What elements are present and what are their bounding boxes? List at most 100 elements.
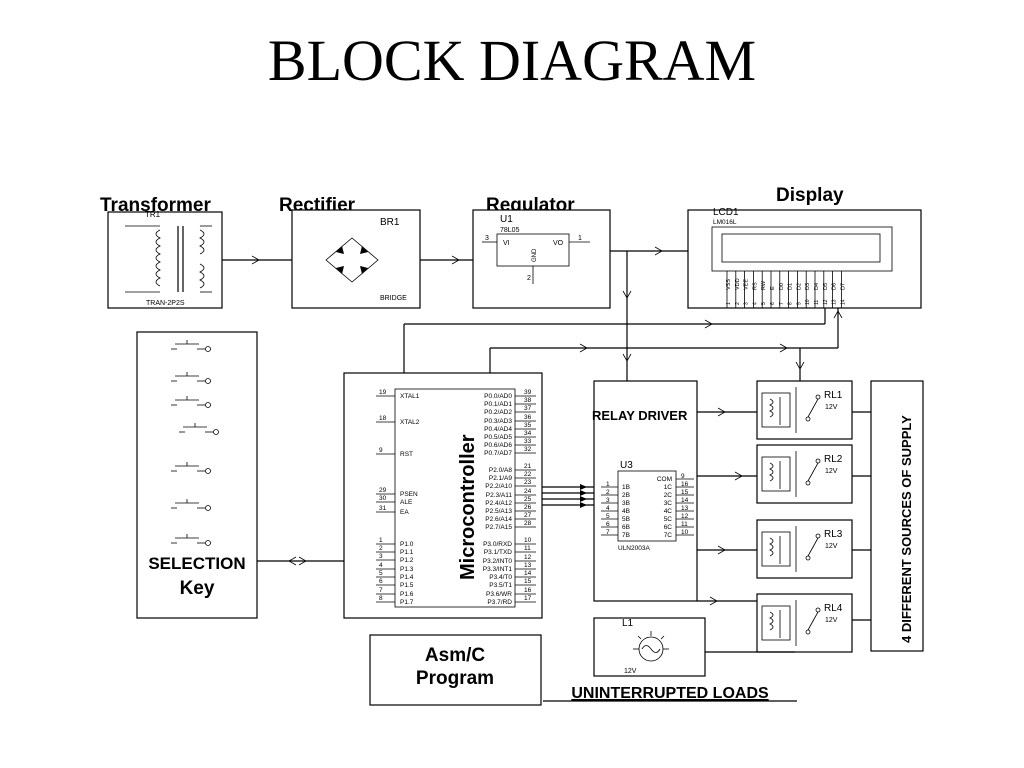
mcu-pin-number: 5	[379, 570, 383, 577]
lamp-icon	[633, 631, 669, 662]
mcu-pin-name: P3.5/T1	[489, 582, 512, 589]
key-switch[interactable]	[171, 396, 211, 408]
key-switch[interactable]	[171, 462, 211, 474]
mcu-pin-name: P0.3/AD3	[484, 418, 512, 425]
mcu-pin-number: 11	[524, 545, 531, 552]
relay-box	[756, 519, 853, 579]
uln-pin-number: 16	[681, 481, 689, 488]
regulator-ref: U1	[500, 214, 513, 225]
mcu-pin-number: 21	[524, 463, 532, 470]
mcu-pin-name: EA	[400, 509, 409, 516]
mcu-pin-number: 15	[524, 578, 532, 585]
regulator-pin-vi: VI	[503, 240, 510, 247]
uln-pin-name: 6B	[622, 524, 630, 531]
key-switch[interactable]	[179, 423, 219, 435]
uln-pin-name: 1B	[622, 484, 630, 491]
uln-pin-number: 15	[681, 489, 689, 496]
program-line2: Program	[416, 668, 494, 689]
mcu-pin-number: 35	[524, 422, 532, 429]
regulator-block: Regulator U1 78L05 VI VO GND 3 1 2	[472, 195, 611, 309]
mcu-pin-number: 12	[524, 554, 532, 561]
program-block: Asm/C Program	[369, 634, 542, 706]
lcd-pin-name: E	[770, 286, 776, 290]
lcd-screen	[721, 233, 881, 263]
display-ref: LCD1	[713, 207, 739, 218]
relay-contact	[807, 611, 819, 631]
supply-block: 4 DIFFERENT SOURCES OF SUPPLY	[870, 380, 924, 652]
mcu-pin-number: 22	[524, 471, 532, 478]
mcu-pin-number: 32	[524, 446, 532, 453]
transformer-heading: Transformer	[100, 195, 211, 216]
mcu-pin-number: 27	[524, 512, 532, 519]
transformer-ref: TR1	[145, 210, 161, 219]
lcd-pin-number: 3	[744, 302, 750, 305]
mcu-pin-number: 1	[379, 537, 383, 544]
display-heading: Display	[776, 185, 844, 206]
rectifier-box	[291, 209, 421, 309]
regulator-num-2: 1	[578, 235, 582, 242]
uln-pin-name: 3B	[622, 500, 630, 507]
mcu-pin-name: P3.7/RD	[487, 599, 512, 606]
lcd-pin-name: D2	[796, 283, 802, 290]
key-switch[interactable]	[171, 499, 211, 511]
relay-contact	[807, 537, 819, 557]
lamp-volt: 12V	[624, 668, 637, 675]
mcu-pin-name: P2.2/A10	[485, 483, 512, 490]
relay-volt: 12V	[825, 617, 838, 624]
lcd-pin-name: VEE	[744, 279, 750, 290]
lcd-pin-name: VSS	[726, 279, 732, 290]
uln-pin-number: 5	[606, 513, 610, 520]
selection-key-block[interactable]: SELECTION Key	[136, 331, 258, 619]
uln-pin-number: 1	[606, 481, 610, 488]
relay-coil-box	[761, 456, 791, 492]
relay-volt: 12V	[825, 468, 838, 475]
uln-pin-number: 2	[606, 489, 610, 496]
uln-pin-name: 4B	[622, 508, 630, 515]
microcontroller-label: Microcontroller	[457, 434, 479, 580]
supply-box	[870, 380, 924, 652]
mcu-pin-number: 19	[379, 389, 387, 396]
uln-pin-number: 9	[681, 473, 685, 480]
mcu-pin-number: 30	[379, 495, 387, 502]
lcd-pin-number: 2	[735, 302, 741, 305]
mcu-pin-name: P1.5	[400, 582, 414, 589]
key-switch[interactable]	[171, 372, 211, 384]
relay-driver-part: ULN2003A	[618, 545, 650, 552]
relay-coil-box	[761, 392, 791, 428]
rectifier-block: Rectifier BR1 BRIDGE	[279, 195, 421, 309]
key-switch[interactable]	[171, 340, 211, 352]
mcu-pin-name: P0.7/AD7	[484, 450, 512, 457]
mcu-pin-number: 6	[379, 578, 383, 585]
mcu-pin-number: 39	[524, 389, 532, 396]
uln-pin-number: 12	[681, 513, 689, 520]
mcu-pin-number: 38	[524, 397, 532, 404]
uln-pin-name: 2B	[622, 492, 630, 499]
relay-box	[756, 380, 853, 440]
selection-key-box	[136, 331, 258, 619]
uln-pin-number: 10	[681, 529, 689, 536]
uln-pin-name: 7B	[622, 532, 630, 539]
mcu-pin-number: 34	[524, 430, 532, 437]
mcu-pin-name: P1.7	[400, 599, 414, 606]
loads-label: UNINTERRUPTED LOADS	[571, 685, 769, 702]
regulator-num-1: 3	[485, 235, 489, 242]
lcd-pin-number: 13	[832, 299, 838, 305]
relay-coil-box	[761, 605, 791, 641]
display-part: LM016L	[713, 219, 737, 226]
regulator-part: 78L05	[500, 227, 520, 234]
mcu-pin-name: P0.0/AD0	[484, 393, 512, 400]
relay-volt: 12V	[825, 404, 838, 411]
relay-ref: RL3	[824, 529, 843, 540]
selection-label: SELECTION	[148, 554, 245, 573]
mcu-pin-number: 18	[379, 415, 387, 422]
key-switch[interactable]	[171, 534, 211, 546]
mcu-pin-name: XTAL2	[400, 419, 420, 426]
lcd-pin-number: 4	[752, 302, 758, 305]
mcu-pin-number: 24	[524, 488, 532, 495]
uln-pin-name: 2C	[664, 492, 673, 499]
mcu-pin-name: P1.6	[400, 591, 414, 598]
mcu-pin-number: 31	[379, 505, 387, 512]
